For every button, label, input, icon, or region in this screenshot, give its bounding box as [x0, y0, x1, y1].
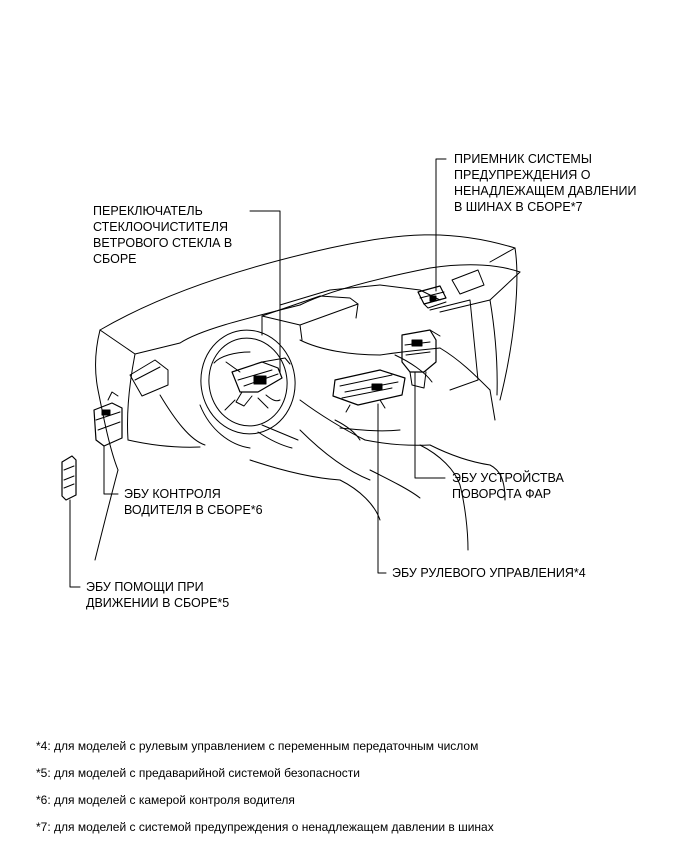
- label-steering-ecu: ЭБУ РУЛЕВОГО УПРАВЛЕНИЯ*4: [392, 565, 586, 581]
- dashboard-outline: [94, 234, 521, 561]
- label-tpms-receiver-line4: В ШИНАХ В СБОРЕ*7: [454, 200, 583, 214]
- label-driving-support-ecu-line1: ЭБУ ПОМОЩИ ПРИ: [86, 580, 204, 594]
- driver-monitor-ecu-component: [93, 391, 123, 447]
- tpms-receiver-component: [417, 285, 447, 309]
- label-driving-support-ecu-line2: ДВИЖЕНИИ В СБОРЕ*5: [86, 596, 230, 610]
- driving-support-ecu-component: [61, 455, 77, 501]
- steering-ecu-component: [332, 369, 406, 413]
- label-tpms-receiver-line2: ПРЕДУПРЕЖДЕНИЯ О: [454, 168, 591, 182]
- label-driving-support-ecu: ЭБУ ПОМОЩИ ПРИ ДВИЖЕНИИ В СБОРЕ*5: [86, 579, 229, 611]
- footnote-4: *4: для моделей с рулевым управлением с …: [36, 739, 479, 753]
- label-wiper-switch-line1: ПЕРЕКЛЮЧАТЕЛЬ: [93, 204, 203, 218]
- label-wiper-switch-line2: СТЕКЛООЧИСТИТЕЛЯ: [93, 220, 228, 234]
- steering-wheel: [199, 329, 299, 449]
- headlight-swivel-ecu-component: [401, 329, 441, 389]
- label-driver-monitor-ecu-line1: ЭБУ КОНТРОЛЯ: [124, 487, 221, 501]
- label-wiper-switch: ПЕРЕКЛЮЧАТЕЛЬ СТЕКЛООЧИСТИТЕЛЯ ВЕТРОВОГО…: [93, 203, 232, 267]
- footnote-5: *5: для моделей с предаварийной системой…: [36, 766, 360, 780]
- label-wiper-switch-line4: СБОРЕ: [93, 252, 137, 266]
- label-tpms-receiver: ПРИЕМНИК СИСТЕМЫ ПРЕДУПРЕЖДЕНИЯ О НЕНАДЛ…: [454, 151, 637, 215]
- leader-lines: [69, 158, 447, 588]
- label-driver-monitor-ecu: ЭБУ КОНТРОЛЯ ВОДИТЕЛЯ В СБОРЕ*6: [124, 486, 263, 518]
- footnote-7: *7: для моделей с системой предупреждени…: [36, 820, 494, 834]
- footnote-6: *6: для моделей с камерой контроля водит…: [36, 793, 295, 807]
- label-headlight-swivel-ecu-line2: ПОВОРОТА ФАР: [452, 487, 552, 501]
- label-tpms-receiver-line1: ПРИЕМНИК СИСТЕМЫ: [454, 152, 592, 166]
- label-tpms-receiver-line3: НЕНАДЛЕЖАЩЕМ ДАВЛЕНИИ: [454, 184, 637, 198]
- label-headlight-swivel-ecu-line1: ЭБУ УСТРОЙСТВА: [452, 471, 564, 485]
- label-steering-ecu-line1: ЭБУ РУЛЕВОГО УПРАВЛЕНИЯ*4: [392, 566, 586, 580]
- label-wiper-switch-line3: ВЕТРОВОГО СТЕКЛА В: [93, 236, 233, 250]
- label-headlight-swivel-ecu: ЭБУ УСТРОЙСТВА ПОВОРОТА ФАР: [452, 470, 564, 502]
- wiper-switch-component: [231, 357, 291, 407]
- label-driver-monitor-ecu-line2: ВОДИТЕЛЯ В СБОРЕ*6: [124, 503, 263, 517]
